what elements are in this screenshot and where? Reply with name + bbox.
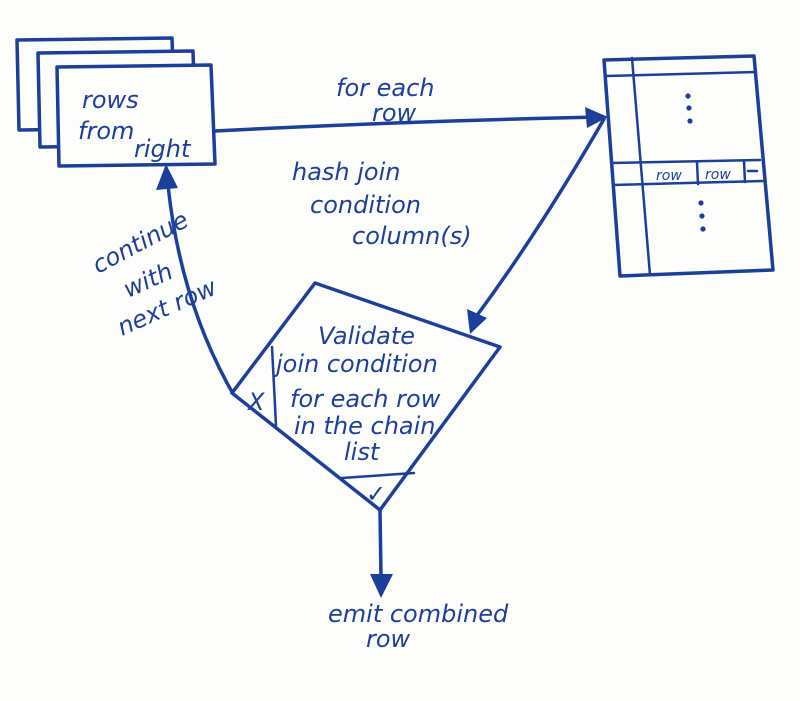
stack-label-line1: rows bbox=[82, 86, 139, 114]
for-each-row-edge: for each row bbox=[213, 74, 608, 133]
decision-text-line5: list bbox=[344, 438, 381, 466]
edge-line-down bbox=[378, 508, 383, 580]
edge-line-diagonal bbox=[476, 117, 606, 316]
rows-from-right-stack: rows from right bbox=[15, 36, 217, 168]
hash-table-column-divider bbox=[630, 56, 652, 277]
decision-text-line3: for each row bbox=[290, 385, 441, 413]
stack-page-front bbox=[55, 63, 217, 168]
fail-corner-divider bbox=[270, 345, 278, 427]
edge-line-top bbox=[213, 115, 602, 133]
edge-label-line2: row bbox=[372, 99, 417, 127]
decision-text-line2: join condition bbox=[273, 350, 438, 378]
pass-mark: ✓ bbox=[366, 480, 386, 508]
chain-cell-divider-2 bbox=[742, 159, 747, 184]
arrow-head-down bbox=[370, 574, 393, 598]
pass-corner-divider bbox=[340, 471, 416, 480]
chain-cell-divider-1 bbox=[695, 160, 700, 186]
hash-table: row row bbox=[602, 54, 775, 278]
hash-label-line3: column(s) bbox=[352, 222, 472, 250]
output-label-line2: row bbox=[366, 625, 411, 653]
validate-decision: X ✓ Validate join condition for each row… bbox=[230, 281, 502, 512]
hash-table-header-line bbox=[604, 70, 758, 78]
ellipsis-dots-bottom bbox=[698, 200, 706, 232]
edge-label-line1: for each bbox=[336, 74, 435, 102]
arrow-head-to-decision bbox=[467, 309, 487, 334]
continue-loop-edge: continue with next row bbox=[88, 164, 234, 394]
decision-text-line4: in the chain bbox=[294, 412, 436, 440]
hash-table-bucket-top bbox=[610, 158, 762, 165]
arrow-head-to-stack bbox=[156, 164, 178, 190]
hash-table-frame bbox=[602, 54, 775, 278]
edge-line-loop bbox=[166, 183, 234, 394]
hash-label-line2: condition bbox=[310, 191, 421, 219]
ellipsis-dots-top bbox=[685, 93, 693, 124]
output-label-line1: emit combined bbox=[328, 600, 509, 628]
chain-cell-1: row bbox=[656, 168, 682, 184]
stack-label-line2: from bbox=[78, 117, 134, 145]
emit-edge: emit combined row bbox=[328, 508, 509, 653]
stack-label-line3: right bbox=[134, 135, 192, 163]
table-to-decision-edge bbox=[467, 117, 606, 334]
hash-label-line1: hash join bbox=[292, 158, 401, 186]
arrow-head-to-table bbox=[585, 107, 608, 128]
fail-mark: X bbox=[246, 388, 265, 416]
hash-table-bucket-bottom bbox=[611, 179, 767, 187]
decision-text-line1: Validate bbox=[318, 322, 415, 350]
chain-cell-2: row bbox=[705, 167, 731, 183]
